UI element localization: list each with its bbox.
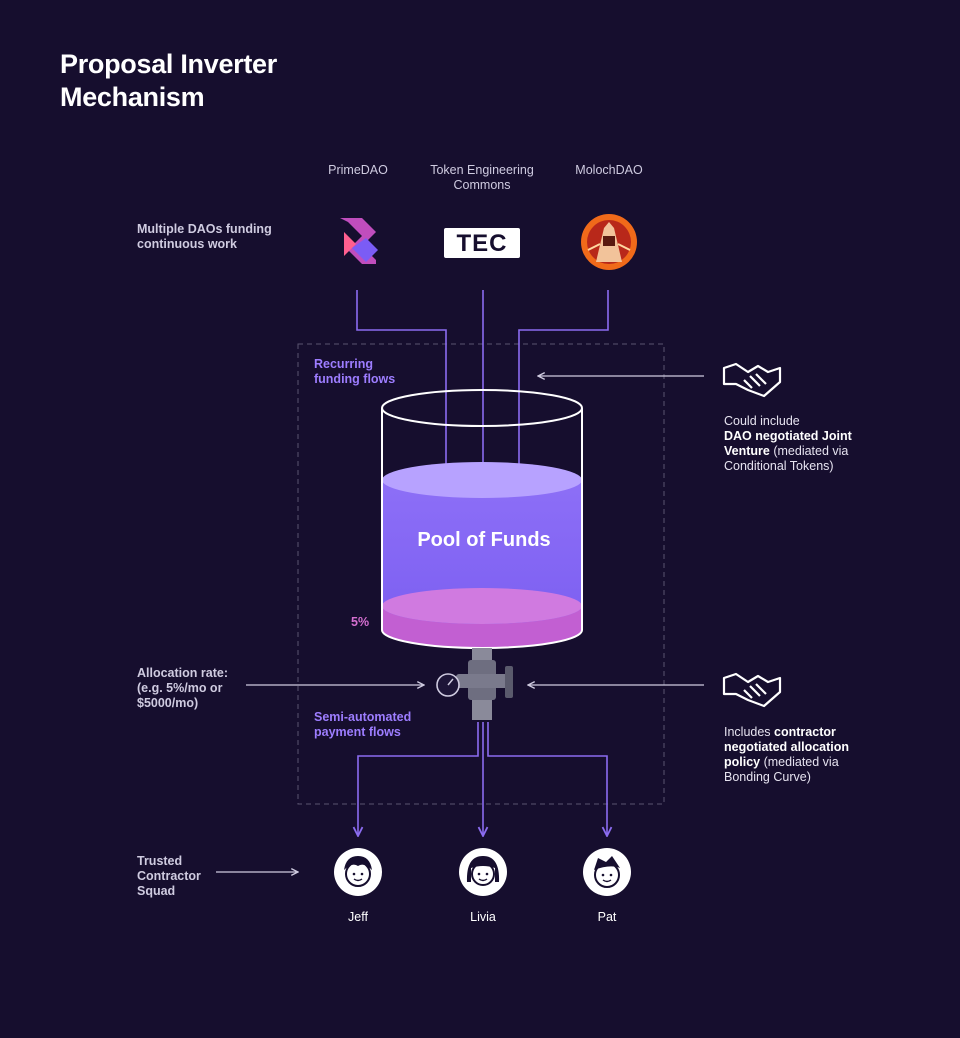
allocation-policy-note-prefix: Includes — [724, 725, 771, 739]
avatar — [459, 848, 507, 896]
multiple-daos-label: Multiple DAOs funding continuous work — [137, 222, 272, 251]
allocation-policy-note-suffix: (mediated via Bonding Curve) — [724, 755, 839, 784]
mechanism-boundary — [297, 343, 665, 805]
avatar — [583, 848, 631, 896]
contractor-name-jeff: Jeff — [348, 910, 368, 924]
tec-logo-text: TEC — [457, 230, 508, 257]
joint-venture-note-bold: DAO negotiated Joint Venture — [724, 429, 852, 458]
dao-name-molochdao: MolochDAO — [575, 163, 643, 177]
molochdao-logo — [581, 214, 637, 270]
dao-name-tec: Token Engineering Commons — [430, 163, 534, 192]
percent-label: 5% — [351, 615, 370, 629]
contractor-name-livia: Livia — [470, 910, 496, 924]
allocation-policy-note-bold: contractor negotiated allocation policy — [724, 725, 850, 769]
allocation-rate-label: Allocation rate: (e.g. 5%/mo or $5000/mo… — [137, 666, 228, 710]
joint-venture-note-prefix: Could include — [724, 414, 800, 428]
joint-venture-note-suffix: (mediated via Conditional Tokens) — [724, 444, 849, 473]
allocation-policy-note: Includes contractor negotiated allocatio… — [724, 725, 872, 785]
contractor-name-pat: Pat — [597, 910, 617, 924]
valve-icon — [436, 648, 513, 720]
handshake-icon — [722, 362, 782, 398]
semi-automated-label: Semi-automated payment flows — [314, 710, 412, 739]
pool-container — [381, 389, 583, 649]
contractor-squad-label: Trusted Contractor Squad — [137, 854, 201, 898]
primedao-logo — [340, 218, 378, 264]
page-title: Proposal Inverter Mechanism — [60, 49, 277, 112]
tec-logo: TEC — [444, 228, 520, 258]
recurring-flows-label: Recurring funding flows — [314, 357, 396, 386]
handshake-icon — [722, 672, 782, 708]
pool-of-funds-label: Pool of Funds — [417, 529, 551, 551]
joint-venture-note: Could include DAO negotiated Joint Ventu… — [724, 414, 884, 474]
dao-name-primedao: PrimeDAO — [328, 163, 388, 177]
avatar — [334, 848, 382, 896]
